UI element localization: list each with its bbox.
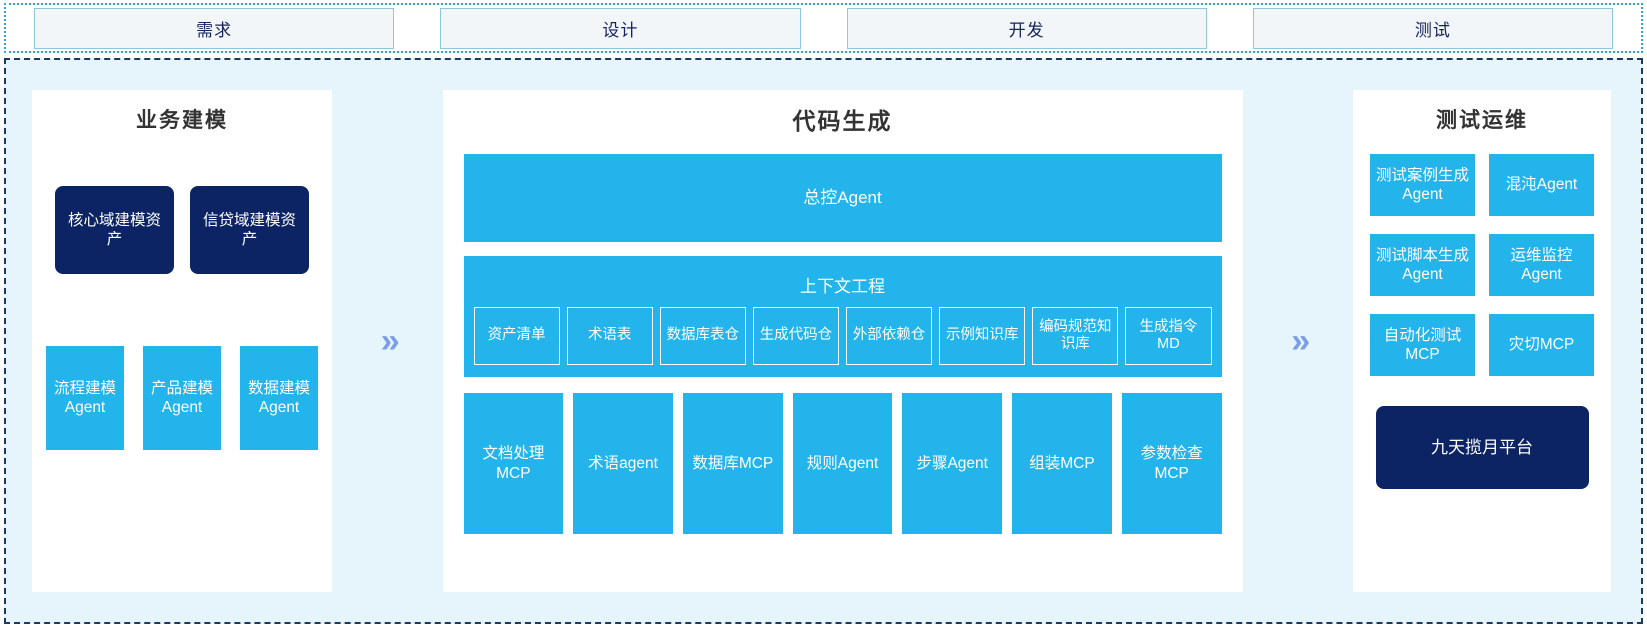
agent-data-modeling[interactable]: 数据建模Agent: [240, 346, 318, 450]
test-operations-grid: 测试案例生成Agent 混沌Agent 测试脚本生成Agent 运维监控Agen…: [1370, 154, 1594, 376]
chevron-right-icon-1: »: [380, 322, 400, 360]
phase-box-development[interactable]: 开发: [846, 7, 1207, 49]
code-generation-content: 总控Agent 上下文工程 资产清单 术语表 数据库表仓 生成代码仓 外部依赖仓…: [463, 154, 1222, 534]
master-control-agent[interactable]: 总控Agent: [463, 154, 1222, 242]
context-items-row: 资产清单 术语表 数据库表仓 生成代码仓 外部依赖仓 示例知识库 编码规范知识库…: [473, 307, 1212, 365]
phase-box-requirements[interactable]: 需求: [34, 7, 395, 49]
tool-step-agent[interactable]: 步骤Agent: [902, 393, 1003, 534]
test-script-generation-agent[interactable]: 测试脚本生成Agent: [1370, 234, 1475, 296]
phase-box-design[interactable]: 设计: [440, 7, 801, 49]
panel-title-test-operations: 测试运维: [1436, 109, 1528, 132]
chevron-right-icon-2: »: [1291, 322, 1310, 360]
context-item-external-dependency-repo[interactable]: 外部依赖仓: [846, 307, 933, 365]
test-case-generation-agent[interactable]: 测试案例生成Agent: [1370, 154, 1475, 216]
panel-title-business-modeling: 业务建模: [136, 109, 228, 132]
context-item-coding-standard-knowledge-base[interactable]: 编码规范知识库: [1032, 307, 1119, 365]
context-item-asset-list[interactable]: 资产清单: [473, 307, 560, 365]
disaster-switch-mcp[interactable]: 灾切MCP: [1489, 314, 1594, 376]
platform-row: 九天揽月平台: [1353, 406, 1611, 489]
agent-process-modeling[interactable]: 流程建模Agent: [46, 346, 124, 450]
tool-glossary-agent[interactable]: 术语agent: [573, 393, 673, 534]
panel-business-modeling: 业务建模 核心域建模资产 信贷域建模资产 流程建模Agent 产品建模Agent…: [32, 90, 332, 592]
panel-title-code-generation: 代码生成: [792, 108, 893, 134]
context-item-example-knowledge-base[interactable]: 示例知识库: [939, 307, 1026, 365]
tool-database-mcp[interactable]: 数据库MCP: [682, 393, 783, 534]
operations-monitoring-agent[interactable]: 运维监控Agent: [1489, 234, 1594, 296]
context-engineering-title: 上下文工程: [800, 277, 885, 296]
context-item-generated-code-repo[interactable]: 生成代码仓: [752, 307, 839, 365]
tools-row: 文档处理MCP 术语agent 数据库MCP 规则Agent 步骤Agent 组…: [463, 393, 1222, 534]
panel-test-operations: 测试运维 测试案例生成Agent 混沌Agent 测试脚本生成Agent 运维监…: [1353, 90, 1611, 592]
context-engineering-block: 上下文工程 资产清单 术语表 数据库表仓 生成代码仓 外部依赖仓 示例知识库 编…: [463, 256, 1222, 377]
business-assets-row: 核心域建模资产 信贷域建模资产: [32, 186, 332, 274]
panel-code-generation: 代码生成 总控Agent 上下文工程 资产清单 术语表 数据库表仓 生成代码仓 …: [442, 90, 1243, 592]
chaos-agent[interactable]: 混沌Agent: [1489, 154, 1594, 216]
jiutian-lanyue-platform[interactable]: 九天揽月平台: [1375, 406, 1589, 489]
context-item-generation-instruction-md[interactable]: 生成指令MD: [1125, 307, 1212, 365]
tool-parameter-check-mcp[interactable]: 参数检查MCP: [1121, 393, 1222, 534]
phase-strip: 需求 设计 开发 测试: [4, 3, 1643, 53]
tool-rule-agent[interactable]: 规则Agent: [792, 393, 893, 534]
phase-box-testing[interactable]: 测试: [1252, 7, 1613, 49]
agent-product-modeling[interactable]: 产品建模Agent: [143, 346, 221, 450]
context-item-glossary[interactable]: 术语表: [566, 307, 653, 365]
main-area: 业务建模 核心域建模资产 信贷域建模资产 流程建模Agent 产品建模Agent…: [4, 58, 1643, 624]
asset-core-domain[interactable]: 核心域建模资产: [55, 186, 174, 274]
automated-testing-mcp[interactable]: 自动化测试MCP: [1370, 314, 1475, 376]
context-item-db-table-repo[interactable]: 数据库表仓: [659, 307, 746, 365]
business-agents-row: 流程建模Agent 产品建模Agent 数据建模Agent: [32, 346, 332, 450]
tool-assembly-mcp[interactable]: 组装MCP: [1012, 393, 1112, 534]
tool-document-processing-mcp[interactable]: 文档处理MCP: [463, 393, 564, 534]
asset-credit-domain[interactable]: 信贷域建模资产: [190, 186, 309, 274]
